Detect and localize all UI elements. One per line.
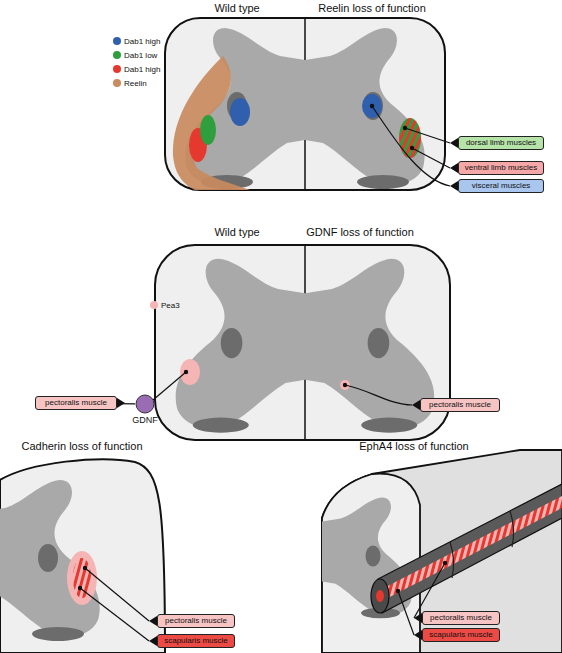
panel-title: EphA4 loss of function	[314, 440, 514, 453]
muscle-label: dorsal limb muscles	[459, 137, 543, 149]
muscle-label: ventral limb muscles	[459, 162, 543, 174]
muscle-box: pectoralis muscle	[157, 614, 235, 628]
legend-entry: Pea3	[150, 301, 180, 311]
leader-line	[405, 128, 450, 143]
legend-entry: Dab1 high	[113, 37, 160, 47]
motor-column-tube	[378, 484, 562, 613]
leader-line	[414, 563, 445, 618]
circle-shape	[136, 395, 154, 413]
muscle-box: pectoralis muscle	[422, 611, 500, 625]
spinal-cord-face	[322, 474, 420, 653]
muscle-label: pectoralis muscle	[421, 399, 499, 411]
muscle-box: visceral muscles	[458, 179, 544, 193]
box-wedge	[414, 630, 422, 640]
legend-text: Pea3	[161, 301, 180, 310]
core-end	[376, 590, 384, 602]
leader-line	[80, 588, 149, 641]
spinal-cord-outline	[165, 18, 445, 190]
muscle-label: pectoralis muscle	[158, 615, 234, 627]
leader-dot	[396, 589, 400, 593]
connectors	[117, 403, 135, 404]
tube-end	[371, 579, 389, 613]
spinal-cord-outline	[155, 245, 450, 440]
muscle-box: scapularis muscle	[157, 634, 235, 648]
box-wedge	[149, 636, 157, 646]
mixed-motor-pool	[73, 558, 91, 598]
box-wedge	[450, 181, 458, 191]
factor-label: GDNF	[125, 415, 165, 426]
gray-matter	[0, 480, 100, 641]
mixed-motor-pool	[399, 118, 421, 158]
muscle-box: dorsal limb muscles	[458, 136, 544, 150]
tube-ring	[510, 511, 514, 547]
legend-entry: Reelin	[113, 79, 147, 89]
box-wedge	[414, 613, 422, 623]
leader-dot	[83, 566, 87, 570]
leader-line	[345, 385, 412, 405]
legend-swatch	[113, 79, 121, 87]
tube-ring	[450, 542, 454, 578]
leader-line	[398, 591, 414, 635]
legend-text: Dab1 high	[124, 65, 160, 74]
legend-entry: Dab1 low	[113, 51, 157, 61]
muscle-box: scapularis muscle	[422, 628, 500, 642]
gray-matter-right	[305, 28, 425, 189]
leader-dot	[403, 126, 407, 130]
legend-text: Dab1 low	[124, 51, 157, 60]
legend-swatch	[150, 301, 158, 309]
box-wedge	[450, 163, 458, 173]
muscle-box: pectoralis muscle	[35, 396, 117, 410]
muscle-label: pectoralis muscle	[423, 612, 499, 624]
legend-text: Dab1 high	[124, 37, 160, 46]
legend-swatch	[113, 51, 121, 59]
circle-outline	[135, 394, 155, 414]
gray-matter-left	[176, 259, 305, 433]
legend-swatch	[113, 37, 121, 45]
box-wedge	[117, 398, 125, 408]
leader-dot	[184, 370, 188, 374]
panel-title: Cadherin loss of function	[0, 440, 182, 453]
muscle-box: ventral limb muscles	[458, 161, 544, 175]
leader-line	[412, 148, 450, 168]
box-wedge	[450, 138, 458, 148]
leader-line	[372, 106, 450, 186]
muscle-label: pectoralis muscle	[36, 397, 116, 409]
pea3-pool	[340, 380, 350, 390]
connector-line	[117, 403, 135, 404]
motor-pool	[362, 94, 382, 118]
panel-title: Reelin loss of function	[272, 2, 472, 15]
legend-entry: Dab1 high	[113, 65, 160, 75]
leader-dot	[443, 561, 447, 565]
motor-pool	[230, 98, 250, 126]
leader-dot	[410, 146, 414, 150]
spinal-cord-block	[322, 450, 562, 653]
leader-dot	[343, 383, 347, 387]
box-wedge	[149, 616, 157, 626]
box-wedge	[412, 400, 420, 410]
legend-text: Reelin	[124, 79, 147, 88]
legend-swatch	[113, 65, 121, 73]
motor-pool	[200, 115, 216, 145]
leader-dot	[78, 586, 82, 590]
panel-title: Wild type	[137, 2, 337, 15]
leader-dot	[370, 104, 374, 108]
gray-matter-right	[305, 259, 434, 433]
panel-title: GDNF loss of function	[260, 226, 460, 239]
reelin-region	[173, 56, 250, 190]
motor-column-core	[380, 496, 562, 602]
muscle-label: scapularis muscle	[423, 629, 499, 641]
leader-line	[85, 568, 149, 621]
factor-circle: GDNF	[135, 394, 155, 414]
pea3-pool	[180, 359, 200, 385]
leader-line	[153, 372, 186, 400]
muscle-box: pectoralis muscle	[420, 398, 500, 412]
muscle-label: scapularis muscle	[158, 635, 234, 647]
muscle-label: visceral muscles	[459, 180, 543, 192]
